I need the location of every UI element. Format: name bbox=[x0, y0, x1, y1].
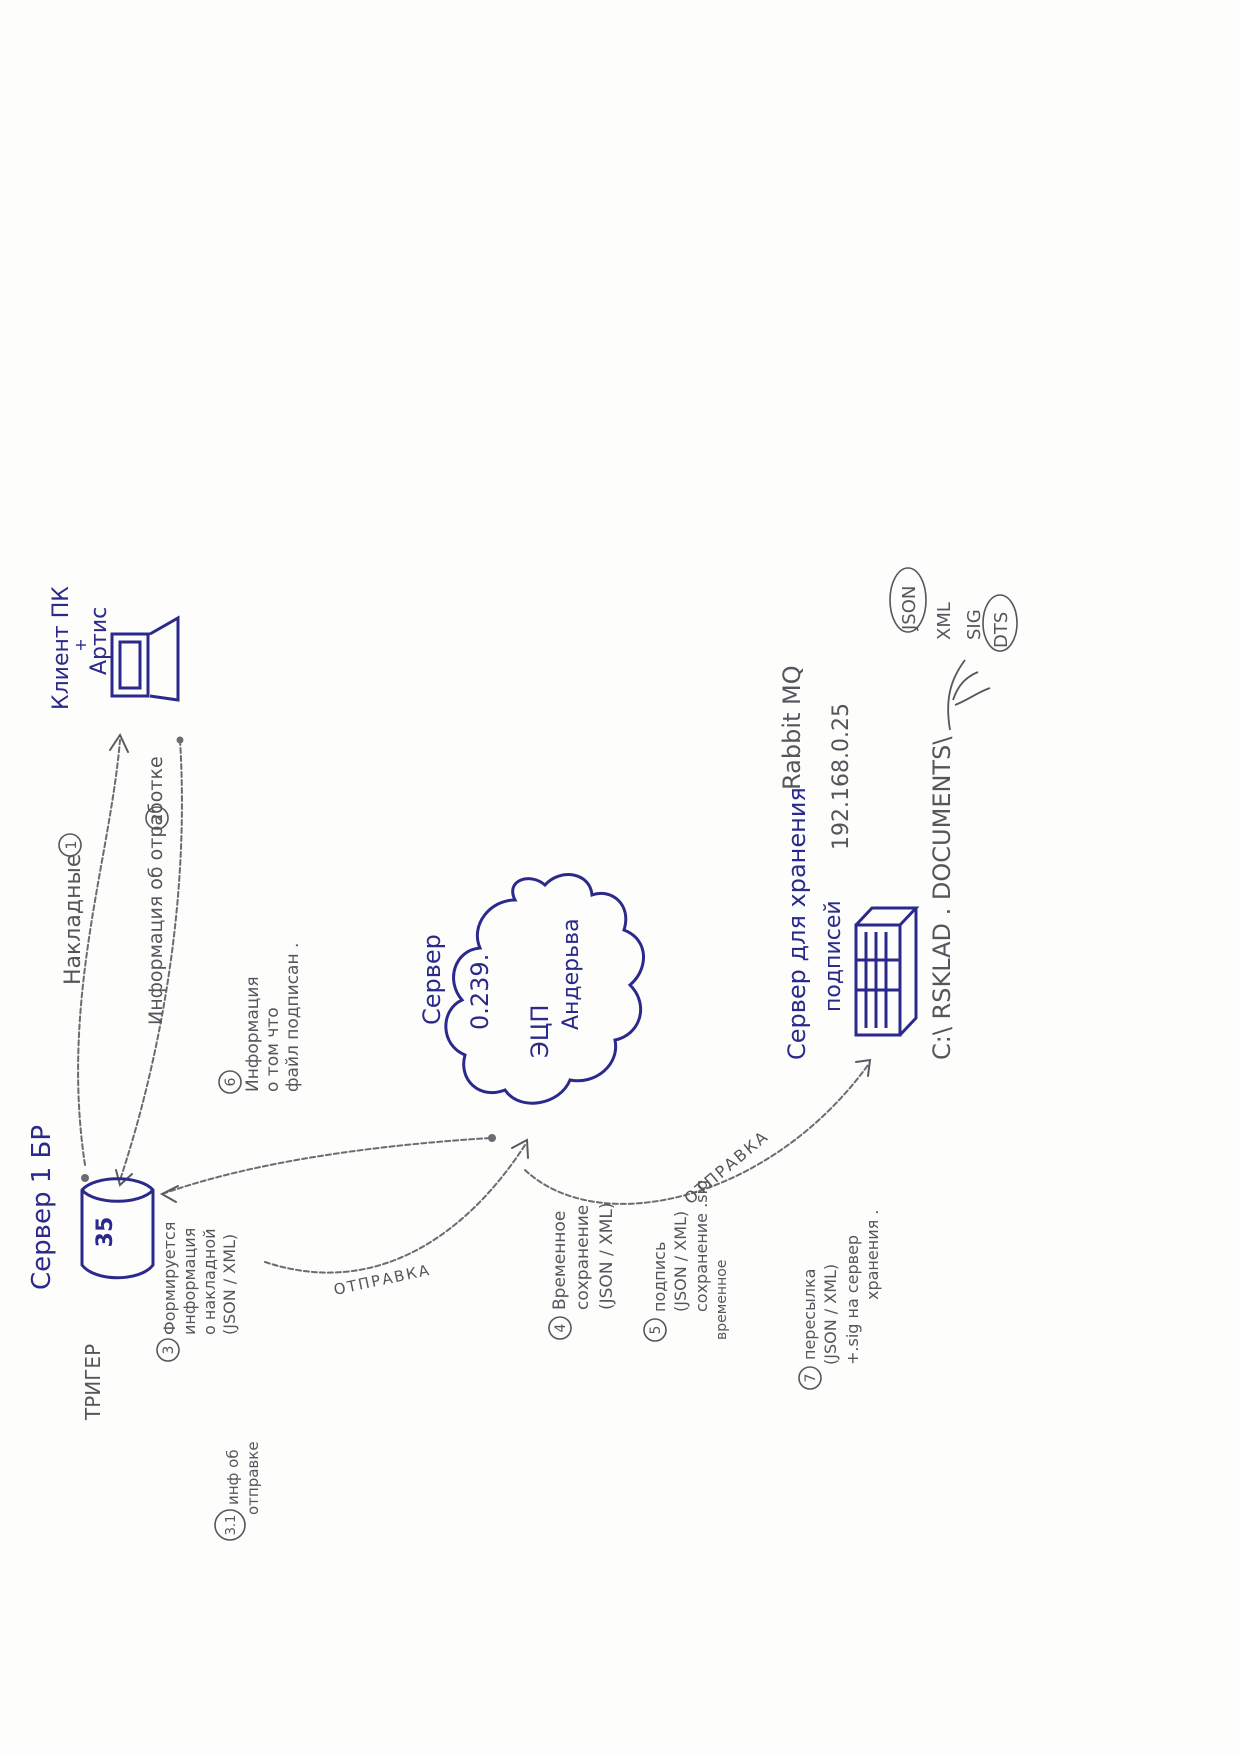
svg-text:хранения .: хранения . bbox=[863, 1210, 882, 1300]
server-1c-node: 35 Сервер 1 БР bbox=[27, 1125, 155, 1290]
edge-dot bbox=[81, 1174, 89, 1182]
storage-server-node: Сервер для хранения подписей Rabbit MQ 1… bbox=[778, 665, 920, 1060]
file-type-dts: DTS bbox=[991, 612, 1012, 648]
edge-invoice-label: Накладные 1 bbox=[58, 833, 86, 985]
eds-server-node: Сервер 0.239. ЭЦП Андерьва bbox=[418, 873, 645, 1105]
svg-text:подпись: подпись bbox=[650, 1242, 669, 1312]
edge-invoice-line bbox=[77, 739, 121, 1166]
storage-server-title: Сервер для хранения bbox=[783, 787, 811, 1060]
svg-text:пересылка: пересылка bbox=[800, 1269, 819, 1360]
edge-send-to-storage-line bbox=[524, 1064, 869, 1205]
eds-cloud-line2: Андерьва bbox=[559, 918, 584, 1030]
database-icon bbox=[80, 1177, 155, 1280]
step-5-note: 5 подпись (JSON / XML) сохранение .sig в… bbox=[643, 1180, 730, 1342]
storage-path: C:\ RSKLAD . DOCUMENTS\ bbox=[928, 736, 956, 1060]
svg-text:3: 3 bbox=[161, 1346, 177, 1355]
svg-text:информация: информация bbox=[180, 1228, 199, 1335]
arrowhead-server1c-b bbox=[159, 1185, 179, 1203]
svg-text:(JSON / XML): (JSON / XML) bbox=[220, 1234, 239, 1335]
file-types: JSON XML SIG DTS bbox=[889, 567, 1018, 652]
svg-text:сохранение: сохранение bbox=[573, 1205, 593, 1310]
edge-signed-info-line bbox=[164, 1137, 491, 1194]
file-type-arrows bbox=[947, 659, 991, 731]
svg-text:4: 4 bbox=[553, 1323, 569, 1332]
svg-text:(JSON / XML): (JSON / XML) bbox=[821, 1264, 840, 1365]
svg-text:Информация: Информация bbox=[243, 976, 263, 1092]
arrowhead-storage bbox=[855, 1058, 872, 1077]
rabbit-mq-label: Rabbit MQ bbox=[778, 665, 806, 790]
step-3-1-note: 3.1 инф об отправке bbox=[214, 1441, 262, 1541]
file-type-sig: SIG bbox=[964, 609, 985, 640]
edge-dot bbox=[176, 736, 184, 744]
edge-signed-info-label: 6 Информация о том что файл подписан . bbox=[218, 943, 303, 1094]
svg-text:о том что: о том что bbox=[263, 1007, 283, 1092]
rabbit-mq-address: 192.168.0.25 bbox=[829, 703, 854, 850]
client-pc-subtitle: Артис bbox=[87, 607, 112, 675]
edge-send-to-eds-line bbox=[264, 1144, 526, 1274]
svg-text:+.sig на сервер: +.sig на сервер bbox=[843, 1235, 862, 1365]
svg-text:Формируется: Формируется bbox=[160, 1222, 179, 1335]
trigger-label: ТРИГЕР bbox=[81, 1344, 105, 1421]
svg-text:файл подписан .: файл подписан . bbox=[283, 943, 303, 1092]
arrowhead-server1c-a bbox=[115, 1169, 133, 1187]
edge-dot bbox=[488, 1134, 496, 1142]
svg-text:6: 6 bbox=[223, 1077, 239, 1086]
svg-text:Временное: Временное bbox=[550, 1211, 570, 1310]
svg-text:2: 2 bbox=[150, 814, 166, 823]
svg-text:1: 1 bbox=[64, 841, 80, 850]
svg-text:временное: временное bbox=[714, 1260, 730, 1340]
svg-text:7: 7 bbox=[803, 1374, 819, 1383]
arrowhead-client bbox=[109, 732, 129, 753]
svg-text:о накладной: о накладной bbox=[200, 1228, 219, 1335]
eds-server-address: 0.239. bbox=[466, 954, 494, 1030]
client-pc-node: Клиент ПК + Артис bbox=[49, 586, 180, 710]
laptop-icon bbox=[110, 615, 180, 702]
svg-text:инф об: инф об bbox=[224, 1449, 242, 1505]
edge-processing-line bbox=[119, 739, 183, 1181]
server-1c-title: Сервер 1 БР bbox=[27, 1125, 57, 1290]
svg-text:(JSON / XML): (JSON / XML) bbox=[597, 1203, 617, 1311]
file-type-json: JSON bbox=[899, 586, 920, 631]
server-rack-icon bbox=[854, 906, 920, 1037]
edge-processing-label: Информация об отработке 2 bbox=[145, 756, 169, 1025]
storage-server-title2: подписей bbox=[821, 900, 846, 1012]
client-pc-title: Клиент ПК bbox=[49, 586, 74, 710]
eds-server-title: Сервер bbox=[418, 934, 446, 1025]
svg-text:3.1: 3.1 bbox=[224, 1515, 239, 1536]
eds-cloud-line1: ЭЦП bbox=[526, 1005, 554, 1058]
step-7-note: 7 пересылка (JSON / XML) +.sig на сервер… bbox=[798, 1210, 882, 1390]
step-3-note: 3 Формируется информация о накладной (JS… bbox=[156, 1222, 239, 1362]
cloud-icon bbox=[444, 873, 645, 1105]
svg-text:Информация об отработке: Информация об отработке bbox=[145, 756, 167, 1025]
client-pc-plus: + bbox=[71, 638, 90, 651]
file-type-xml: XML bbox=[934, 602, 955, 640]
step-4-note: 4 Временное сохранение (JSON / XML) bbox=[548, 1203, 617, 1340]
arrowhead-eds bbox=[511, 1138, 529, 1159]
svg-text:Накладные: Накладные bbox=[61, 854, 86, 985]
svg-text:сохранение .sig: сохранение .sig bbox=[692, 1180, 711, 1312]
svg-text:(JSON / XML): (JSON / XML) bbox=[671, 1211, 690, 1312]
svg-text:отправке: отправке bbox=[244, 1441, 262, 1515]
database-label: 35 bbox=[93, 1217, 118, 1248]
edge-send-to-eds-label: ОТПРАВКА bbox=[332, 1261, 432, 1299]
svg-text:5: 5 bbox=[648, 1326, 664, 1335]
